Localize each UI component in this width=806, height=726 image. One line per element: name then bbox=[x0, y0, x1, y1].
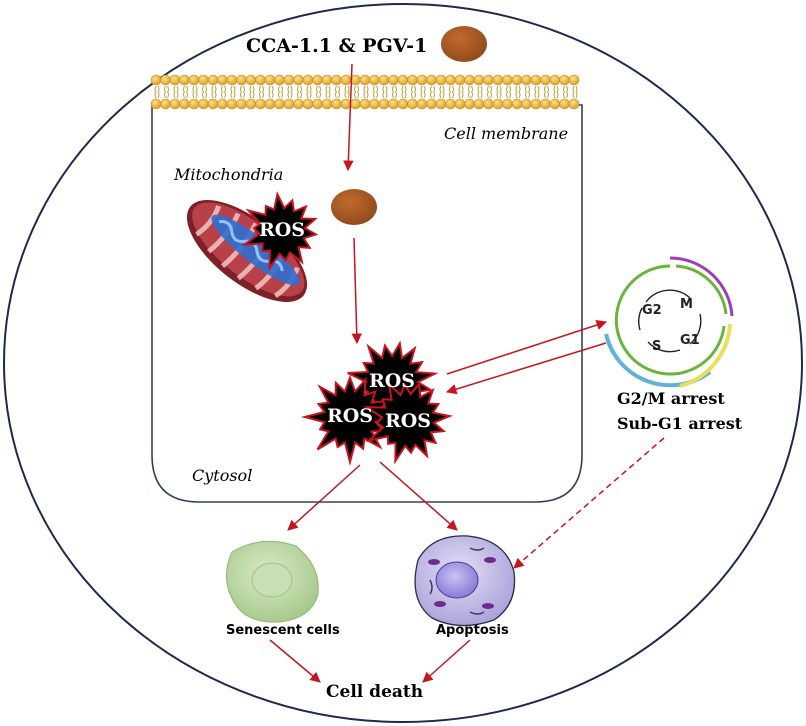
arrow-ros-to-apoptosis bbox=[379, 461, 458, 531]
ros-burst-right bbox=[363, 380, 453, 465]
ros-label-left: ROS bbox=[326, 405, 374, 427]
cytosol-compartment bbox=[151, 104, 583, 503]
cell-membrane-label: Cell membrane bbox=[444, 124, 569, 143]
arrow-molecule-to-ros bbox=[351, 237, 362, 345]
cell-cycle-diagram: G2 M G1 S bbox=[604, 256, 734, 388]
cytosol-label: Cytosol bbox=[192, 466, 253, 485]
phase-label-g2: G2 bbox=[642, 303, 662, 318]
g2m-arrest-label: G2/M arrest bbox=[617, 389, 725, 408]
phase-label-g1: G1 bbox=[680, 333, 700, 348]
apoptosis-cell-graphic bbox=[414, 535, 516, 627]
arrow-ros-to-senescent bbox=[287, 464, 361, 531]
senescent-cells-label: Senescent cells bbox=[226, 623, 340, 638]
ros-label-right: ROS bbox=[384, 410, 432, 432]
phase-label-s: S bbox=[652, 339, 661, 354]
arrow-compound-entry bbox=[343, 63, 354, 172]
mitochondria-label: Mitochondria bbox=[174, 165, 284, 184]
arrow-apoptosis-to-death bbox=[422, 639, 471, 683]
compounds-label: CCA-1.1 & PGV-1 bbox=[246, 35, 428, 57]
senescent-cell-graphic bbox=[226, 540, 319, 623]
phase-label-m: M bbox=[680, 297, 693, 312]
arrow-cellcycle-to-ros bbox=[445, 342, 607, 395]
apoptosis-label: Apoptosis bbox=[436, 623, 509, 638]
arrow-arrest-to-apoptosis bbox=[513, 437, 665, 569]
subg1-arrest-label: Sub-G1 arrest bbox=[617, 414, 743, 433]
cell-death-label: Cell death bbox=[326, 682, 424, 702]
ros-burst-mitochondria bbox=[241, 191, 319, 272]
internalized-molecule bbox=[331, 189, 377, 225]
cell-membrane-bilayer bbox=[150, 74, 580, 110]
ros-label-top: ROS bbox=[368, 370, 416, 392]
arrow-senescent-to-death bbox=[269, 639, 321, 683]
mitochondria-graphic bbox=[186, 200, 308, 302]
compound-molecule bbox=[441, 26, 487, 62]
outer-cell-outline bbox=[3, 3, 803, 723]
ros-label-mitochondria: ROS bbox=[258, 219, 306, 241]
arrow-ros-to-cellcycle bbox=[446, 319, 607, 375]
